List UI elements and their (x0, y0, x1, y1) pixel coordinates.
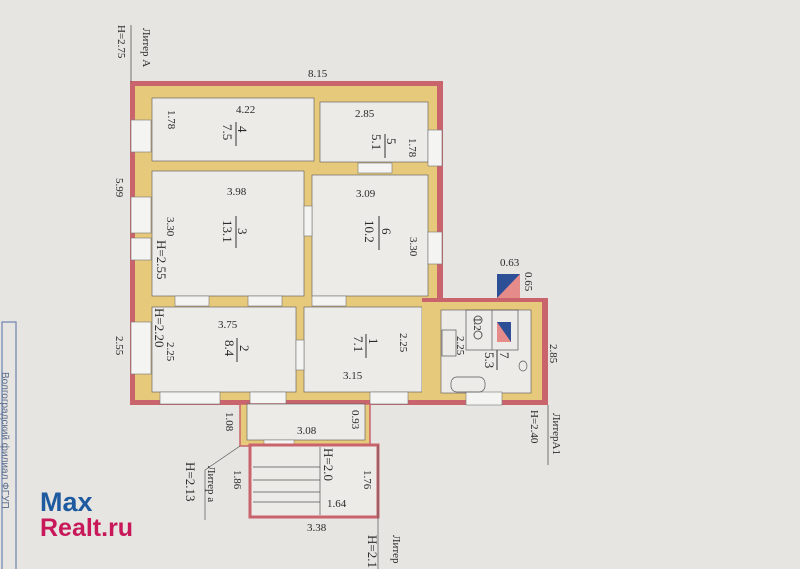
room-2-width: 2.25 (164, 342, 176, 362)
vestibule (246, 403, 366, 441)
room-6-area: 10.2 (362, 220, 377, 243)
dim-total-length: 8.15 (308, 68, 328, 80)
burner-icon (473, 315, 483, 325)
vestibule-length: 3.08 (297, 425, 317, 437)
room-5-width: 1.78 (406, 138, 418, 158)
room-3 (151, 170, 305, 297)
doorway (357, 162, 393, 174)
room-7-area: 5.3 (482, 352, 497, 368)
room-6-length: 3.09 (356, 188, 376, 200)
room-2-area: 8.4 (222, 340, 237, 357)
room-6-number: 6 (379, 228, 394, 235)
porch-height: H=2.0 (321, 448, 336, 481)
porch-right: 1.76 (361, 470, 373, 490)
watermark-max: Max (40, 487, 93, 517)
room-2 (151, 306, 297, 393)
room-2-length: 3.75 (218, 319, 238, 331)
room-1-area: 7.1 (351, 336, 366, 352)
window (249, 391, 287, 405)
burner-icon (473, 330, 483, 340)
bathtub-icon (450, 376, 486, 393)
liter-a-label: Литер А (140, 28, 152, 67)
porch-left: 1.86 (231, 470, 243, 490)
window (247, 295, 283, 307)
annex-a1-length: 2.85 (547, 344, 559, 364)
window (130, 119, 152, 153)
doorway (295, 339, 305, 371)
annex-a-height: H=2.13 (183, 462, 198, 501)
room-5-area: 5.1 (369, 134, 384, 150)
vent-width: 0.63 (500, 257, 520, 269)
vent-height: 0.65 (522, 272, 534, 292)
room-4-width: 1.78 (165, 110, 177, 130)
watermark-realt: Realt.ru (40, 514, 134, 542)
room-5-length: 2.85 (355, 108, 375, 120)
room-6 (311, 174, 429, 297)
window (427, 129, 443, 167)
height-main: H=2.75 (115, 25, 127, 59)
room-4-area: 7.5 (220, 124, 235, 140)
room-2-height: H=2.20 (152, 308, 167, 347)
room-1-width: 2.25 (397, 333, 409, 353)
annex-a (204, 403, 371, 520)
window (369, 391, 409, 405)
window (159, 391, 221, 405)
room-3-number: 3 (235, 228, 250, 235)
vestibule-side: 1.08 (223, 412, 235, 432)
porch (248, 443, 380, 569)
annex-a1-height: H=2.40 (528, 410, 540, 444)
window (130, 196, 152, 234)
room-4-number: 4 (235, 126, 250, 133)
room-5-number: 5 (384, 138, 399, 145)
main-house (130, 81, 443, 405)
doorway (303, 205, 313, 237)
stamp-border (1, 321, 17, 569)
room-4 (151, 97, 315, 162)
room-6-width: 3.30 (407, 237, 419, 257)
dim-left-lower: 2.55 (113, 336, 125, 356)
window (130, 237, 152, 261)
window (427, 231, 443, 265)
room-7-width: 2.25 (454, 336, 466, 356)
porch-inner: 1.64 (327, 498, 347, 510)
room-3-width: 3.30 (164, 217, 176, 237)
doorway (311, 295, 347, 307)
cut-off-label: Литер (390, 535, 402, 564)
stove-width: 1.2 (471, 317, 483, 331)
dim-total-width: 5.99 (113, 178, 125, 198)
room-4-length: 4.22 (236, 104, 255, 116)
window (465, 391, 503, 406)
room-3-area: 13.1 (220, 220, 235, 243)
room-1-length: 3.15 (343, 370, 363, 382)
room-3-height: H=2.55 (154, 240, 169, 279)
room-2-number: 2 (237, 345, 252, 352)
window (174, 295, 210, 307)
annex-a-label: Литер а (205, 466, 217, 502)
window (130, 321, 152, 375)
room-1-number: 1 (366, 338, 381, 345)
vestibule-width: 0.93 (349, 410, 361, 430)
sink-icon (441, 329, 457, 357)
room-7-number: 7 (497, 352, 512, 359)
porch-bottom: 3.38 (307, 522, 327, 534)
annex-a1 (422, 274, 549, 465)
cut-off-height: H=2.1 (365, 535, 380, 568)
annex-a1-label: ЛитерА1 (550, 413, 562, 455)
room-3-length: 3.98 (227, 186, 247, 198)
room-1 (303, 306, 423, 393)
stamp-text: Волгоградский филиал ФГУП (0, 372, 11, 509)
toilet-icon (518, 360, 528, 372)
